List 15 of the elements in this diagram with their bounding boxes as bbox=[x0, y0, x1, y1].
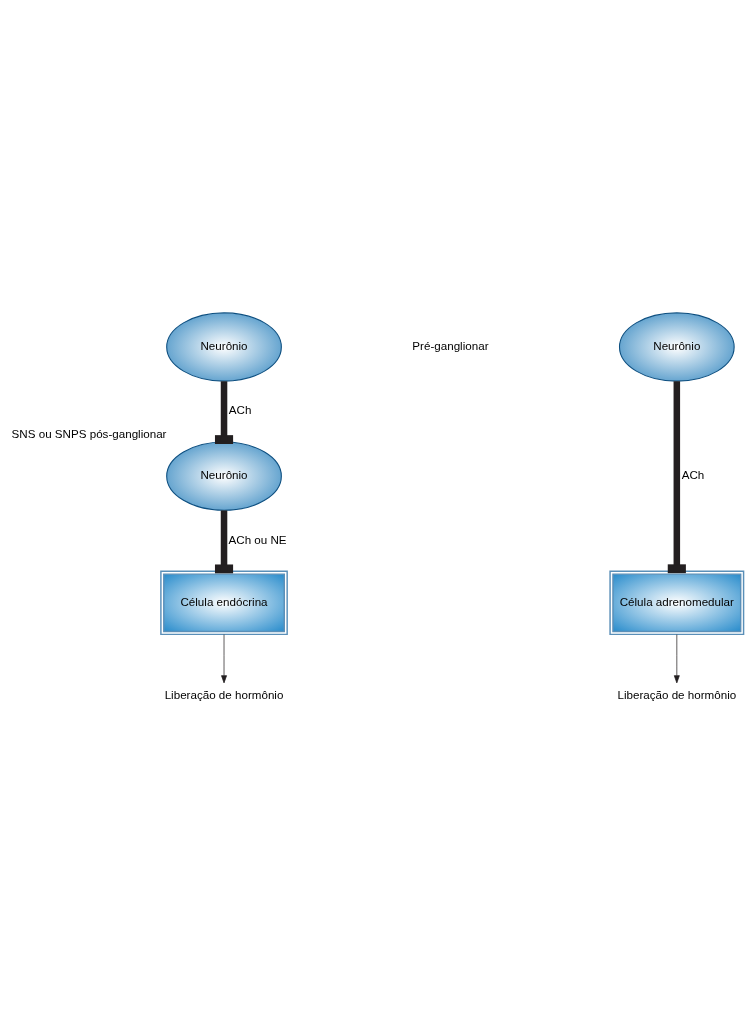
arrow bbox=[221, 634, 227, 684]
node-ellipse: Neurônio bbox=[618, 312, 735, 382]
node-text: Liberação de hormônio bbox=[617, 687, 737, 701]
connector bbox=[667, 381, 686, 574]
edge-label: ACh bbox=[228, 403, 252, 417]
node-ellipse: Neurônio bbox=[166, 312, 282, 382]
label: Pré-ganglionar bbox=[412, 338, 489, 352]
edge-label: ACh bbox=[681, 467, 705, 481]
node-label: SNS ou SNPS pós-ganglionar bbox=[11, 427, 167, 441]
node-ellipse: Neurônio bbox=[166, 441, 282, 511]
connector bbox=[214, 381, 234, 444]
connector bbox=[214, 510, 234, 574]
arrow bbox=[673, 634, 680, 684]
node-text: Liberação de hormônio bbox=[164, 687, 284, 701]
edge-label: ACh ou NE bbox=[228, 532, 287, 546]
